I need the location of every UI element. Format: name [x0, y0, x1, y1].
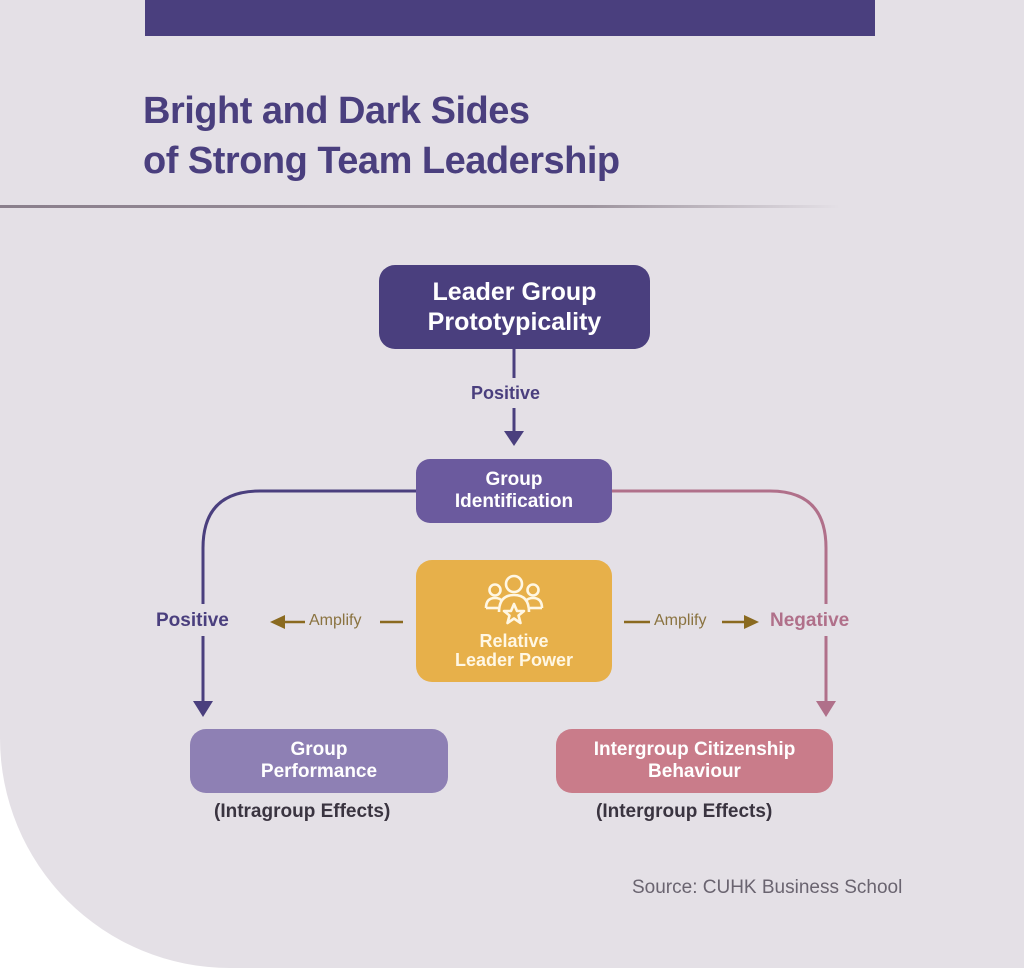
edge-label-negative: Negative	[770, 610, 850, 631]
edge-label-positive-left: Positive	[156, 610, 229, 631]
arrowhead-down-icon	[504, 431, 524, 446]
node-label-line-1: Group	[290, 739, 348, 760]
edge-label-positive-top: Positive	[471, 383, 541, 403]
node-group-identification: Group Identification	[416, 459, 612, 523]
connector-gi-gp-upper	[201, 489, 416, 604]
page-title: Bright and Dark Sides of Strong Team Lea…	[143, 86, 620, 186]
node-label-line-1: Relative	[479, 631, 549, 651]
title-line-1: Bright and Dark Sides	[143, 90, 530, 132]
edge-label-amplify-right: Amplify	[654, 612, 707, 629]
node-group-performance: Group Performance	[190, 729, 448, 793]
title-divider	[0, 205, 840, 208]
caption-intergroup-effects: (Intergroup Effects)	[596, 801, 773, 822]
arrowhead-down-icon	[816, 701, 836, 717]
node-label-line-1: Leader Group	[432, 278, 597, 306]
header-bar	[145, 0, 875, 36]
node-label-line-2: Leader Power	[454, 650, 574, 670]
node-label-line-2: Performance	[260, 761, 378, 782]
node-label-line-2: Identification	[454, 491, 574, 512]
caption-intragroup-effects: (Intragroup Effects)	[214, 801, 391, 822]
node-label-line-1: Intergroup Citizenship	[593, 739, 796, 760]
source-credit: Source: CUHK Business School	[632, 877, 903, 898]
title-line-2: of Strong Team Leadership	[143, 140, 620, 182]
edge-label-amplify-left: Amplify	[309, 612, 362, 629]
node-label-line-2: Prototypicality	[427, 308, 602, 336]
node-intergroup-citizenship-behaviour: Intergroup Citizenship Behaviour	[556, 729, 833, 793]
arrowhead-right-icon	[744, 615, 759, 629]
arrowhead-left-icon	[270, 615, 285, 629]
arrowhead-down-icon	[193, 701, 213, 717]
node-leader-group-prototypicality: Leader Group Prototypicality	[379, 265, 650, 349]
connector-gi-icb-upper	[612, 489, 828, 604]
node-relative-leader-power: Relative Leader Power	[416, 560, 612, 682]
node-label-line-1: Group	[485, 469, 543, 490]
people-star-icon	[484, 574, 544, 625]
node-label-line-2: Behaviour	[648, 761, 741, 782]
